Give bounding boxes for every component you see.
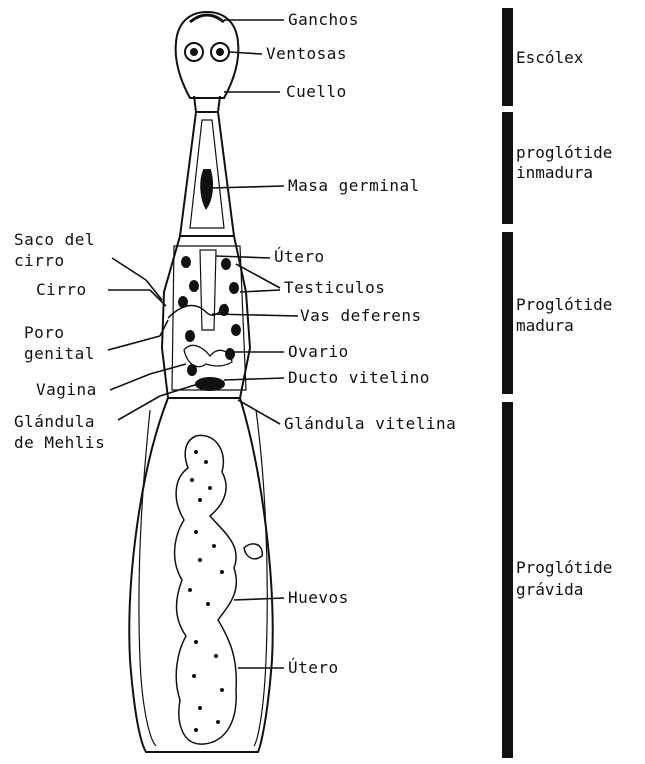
- stage-bar-inmadura: [502, 112, 513, 224]
- stage-label-gravida-line1: Proglótide: [516, 558, 612, 577]
- label-cirro: Cirro: [36, 281, 87, 299]
- label-ganchos: Ganchos: [288, 11, 359, 29]
- label-vas-deferens: Vas deferens: [300, 307, 422, 325]
- gravid-proglottid: [129, 398, 272, 752]
- stage-label-gravida-line2: grávida: [516, 580, 583, 599]
- stage-label-madura-line1: Proglótide: [516, 295, 612, 314]
- stage-bar-gravida: [502, 402, 513, 758]
- stage-bar-escolex: [502, 8, 513, 106]
- label-ovario: Ovario: [288, 343, 349, 361]
- label-saco-del-cirro-line1: Saco del: [14, 231, 95, 249]
- label-cuello: Cuello: [286, 83, 347, 101]
- stage-label-escolex: Escólex: [516, 48, 583, 67]
- label-saco-del-cirro-line2: cirro: [14, 252, 65, 270]
- label-ventosas: Ventosas: [266, 45, 347, 63]
- label-glandula-mehlis-line1: Glándula: [14, 413, 95, 431]
- label-huevos: Huevos: [288, 589, 349, 607]
- label-glandula-vitelina: Glándula vitelina: [284, 415, 456, 433]
- label-masa-germinal: Masa germinal: [288, 177, 420, 195]
- mature-proglottid: [162, 236, 250, 398]
- label-utero-mature: Útero: [274, 248, 325, 266]
- stage-label-inmadura-line1: proglótide: [516, 143, 612, 162]
- label-testiculos: Testiculos: [284, 279, 385, 297]
- stage-label-madura-line2: madura: [516, 316, 574, 335]
- label-poro-genital-line2: genital: [24, 345, 95, 363]
- label-glandula-mehlis-line2: de Mehlis: [14, 434, 105, 452]
- vitelline-gland: [196, 378, 224, 390]
- stage-bar-madura: [502, 232, 513, 394]
- label-ducto-vitelino: Ducto vitelino: [288, 369, 430, 387]
- label-poro-genital-line1: Poro: [24, 324, 65, 342]
- label-utero-gravid: Útero: [288, 659, 339, 677]
- label-vagina: Vagina: [36, 381, 97, 399]
- stage-label-inmadura-line2: inmadura: [516, 163, 593, 182]
